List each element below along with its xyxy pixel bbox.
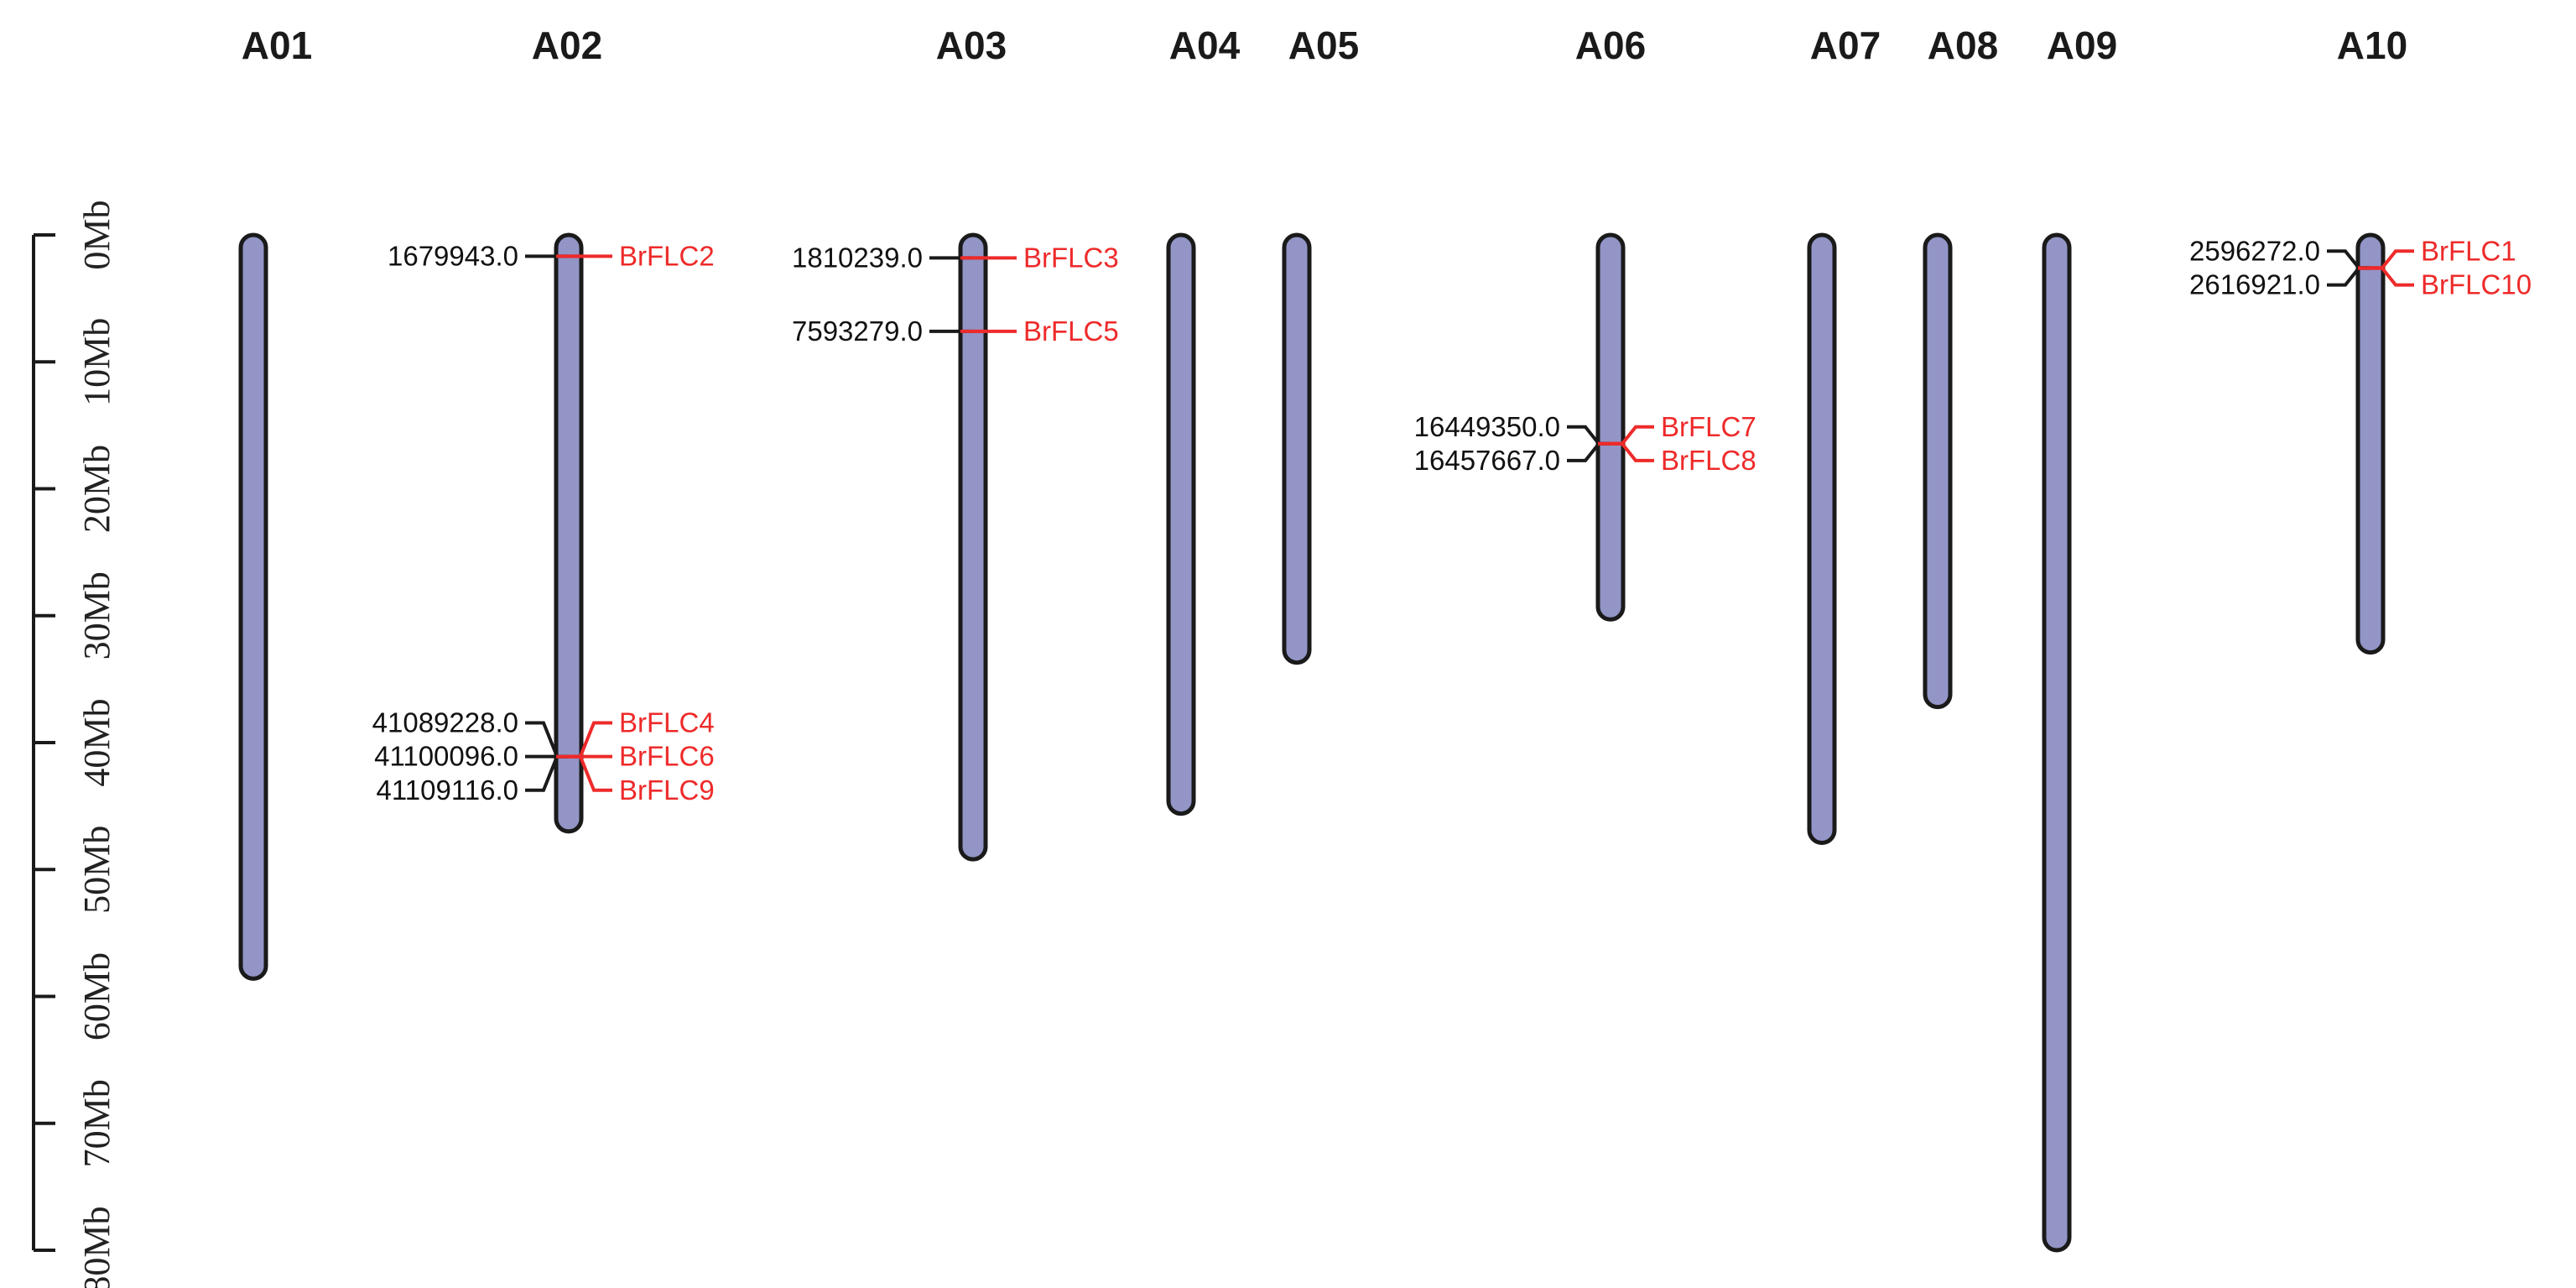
chromosome-bar (958, 232, 988, 862)
gene-name-label: BrFLC8 (1661, 445, 1756, 476)
chromosome-bar (554, 232, 584, 834)
gene-position-label: 2616921.0 (2189, 269, 2320, 300)
gene-position-label: 41109116.0 (377, 774, 518, 806)
gene-connector (2370, 266, 2414, 287)
gene-position-label: 16449350.0 (1414, 411, 1560, 442)
chromosome-title: A06 (1575, 23, 1646, 67)
chromosome-bar (1807, 232, 1837, 845)
gene-position-label: 1679943.0 (388, 240, 518, 271)
gene-position-label: 41089228.0 (372, 707, 518, 738)
chromosome-title: A07 (1810, 23, 1881, 67)
chromosome-bar (1166, 232, 1196, 816)
gene-name-label: BrFLC10 (2421, 269, 2532, 300)
chromosome-title: A01 (242, 23, 312, 67)
chromosome-title: A09 (2047, 23, 2117, 67)
chromosome-title: A03 (936, 23, 1007, 67)
scale-tick-label: 40Mb (76, 698, 117, 786)
gene-position-label: 41100096.0 (374, 741, 518, 772)
chromosome-title: A08 (1928, 23, 1998, 67)
gene-connector (569, 754, 612, 792)
chromosome-title: A04 (1169, 23, 1241, 67)
scale-tick-label: 10Mb (76, 318, 117, 406)
scale-tick-label: 30Mb (76, 571, 117, 660)
chromosome-bar (1595, 232, 1626, 622)
gene-position-label: 16457667.0 (1414, 445, 1560, 476)
scale-tick-label: 70Mb (76, 1079, 117, 1167)
scale-tick-label: 0Mb (76, 200, 117, 269)
chromosome-bar (2042, 232, 2072, 1253)
chromosome-title: A05 (1288, 23, 1359, 67)
chromosome-title: A10 (2337, 23, 2407, 67)
gene-name-label: BrFLC2 (619, 240, 715, 271)
scale-tick-label: 80Mb (76, 1206, 117, 1288)
gene-name-label: BrFLC5 (1023, 315, 1119, 347)
gene-name-label: BrFLC7 (1661, 411, 1756, 442)
chromosome-bar (1923, 232, 1953, 710)
chromosome-bar (1282, 232, 1312, 665)
gene-position-label: 7593279.0 (792, 315, 923, 347)
chromosome-bar (2355, 232, 2386, 655)
gene-name-label: BrFLC9 (619, 774, 715, 806)
scale-tick-label: 20Mb (76, 445, 117, 533)
gene-name-label: BrFLC3 (1023, 242, 1119, 273)
scale-tick-label: 60Mb (76, 952, 117, 1040)
chromosome-bar (238, 232, 268, 981)
gene-connector (1611, 441, 1654, 462)
scale-tick-label: 50Mb (76, 826, 117, 914)
gene-name-label: BrFLC6 (619, 741, 715, 772)
gene-name-label: BrFLC1 (2421, 235, 2516, 266)
chromosome-title: A02 (532, 23, 602, 67)
gene-name-label: BrFLC4 (619, 707, 715, 738)
gene-position-label: 1810239.0 (792, 242, 923, 273)
gene-position-label: 2596272.0 (2189, 235, 2320, 266)
